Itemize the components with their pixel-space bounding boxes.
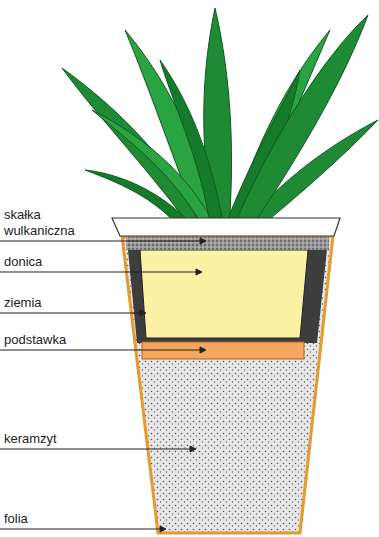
soil xyxy=(127,240,328,343)
saucer-label: podstawka xyxy=(4,332,114,348)
rock-layer xyxy=(126,237,329,250)
rock-label: skałka wulkaniczna xyxy=(4,207,94,239)
pot-label: donica xyxy=(4,254,114,270)
keramzyt-fill xyxy=(122,236,333,533)
soil-label: ziemia xyxy=(4,295,114,311)
leader-lines xyxy=(0,238,206,532)
pot-rim xyxy=(112,218,340,236)
plant-leaves xyxy=(62,8,378,240)
inner-pot xyxy=(140,250,308,338)
foil-label: folia xyxy=(4,511,114,527)
clay-label: keramzyt xyxy=(4,431,114,447)
